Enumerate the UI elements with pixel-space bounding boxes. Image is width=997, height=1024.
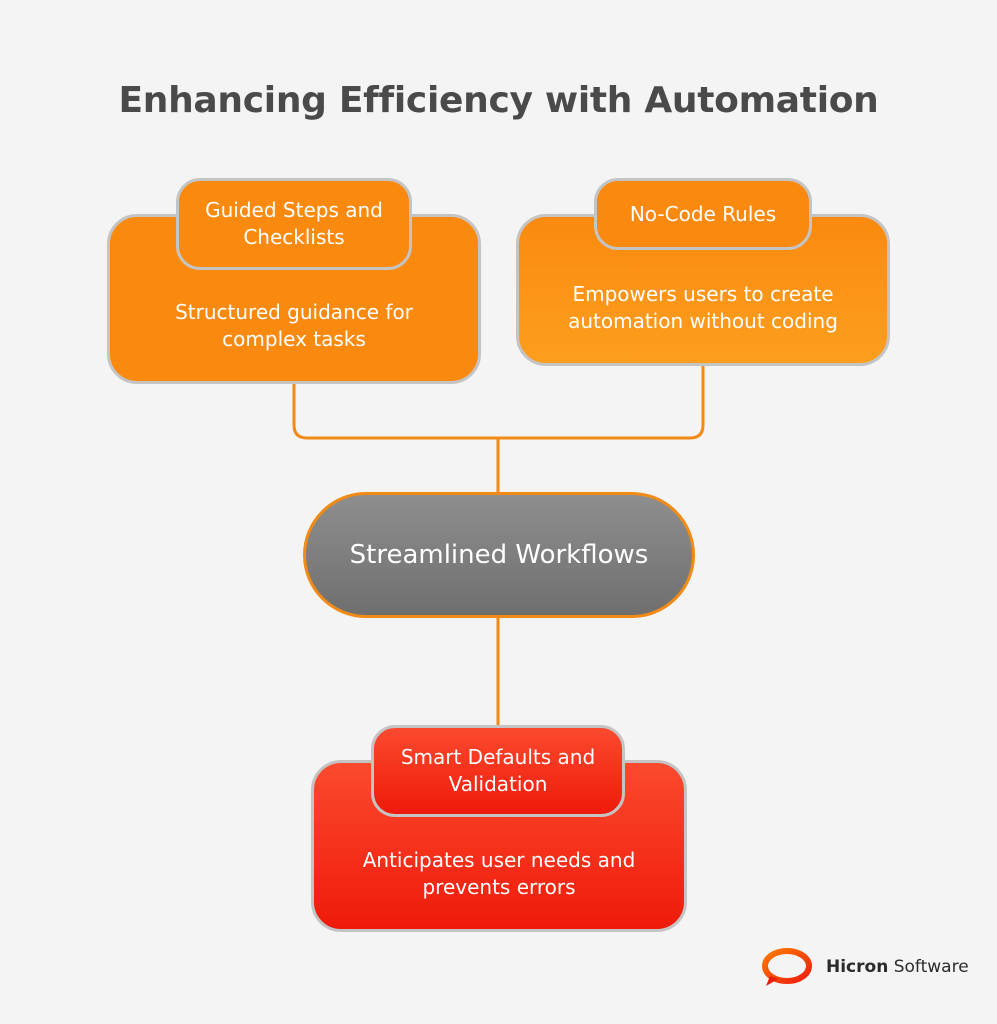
smart-defaults-heading-line2: Validation [448,772,548,796]
no-code-rules-heading: No-Code Rules [594,178,812,250]
no-code-rules-body-line2: automation without coding [568,309,838,333]
logo-name-regular: Software [893,957,969,977]
guided-steps-heading-line2: Checklists [243,225,345,249]
smart-defaults-body-line2: prevents errors [422,875,576,899]
no-code-rules-heading-text: No-Code Rules [629,201,777,226]
streamlined-workflows-node: Streamlined Workflows [303,492,695,618]
smart-defaults-heading-line1: Smart Defaults and [400,745,596,769]
guided-steps-heading-line1: Guided Steps and [205,198,383,222]
hicron-logo: Hicron Software [760,946,969,988]
smart-defaults-body-line1: Anticipates user needs and [362,848,636,872]
streamlined-workflows-label: Streamlined Workflows [349,540,649,570]
logo-name-bold: Hicron [826,957,889,977]
speech-bubble-ring-icon [762,948,812,986]
guided-steps-heading: Guided Steps and Checklists [176,178,412,270]
page-title: Enhancing Efficiency with Automation [118,80,879,121]
no-code-rules-body-line1: Empowers users to create [572,282,834,306]
logo-wordmark: Hicron Software [826,957,969,977]
guided-steps-card: Structured guidance for complex tasks [107,214,481,384]
guided-steps-body-line2: complex tasks [222,327,366,351]
smart-defaults-heading: Smart Defaults and Validation [371,725,625,817]
guided-steps-body-line1: Structured guidance for [175,300,413,324]
